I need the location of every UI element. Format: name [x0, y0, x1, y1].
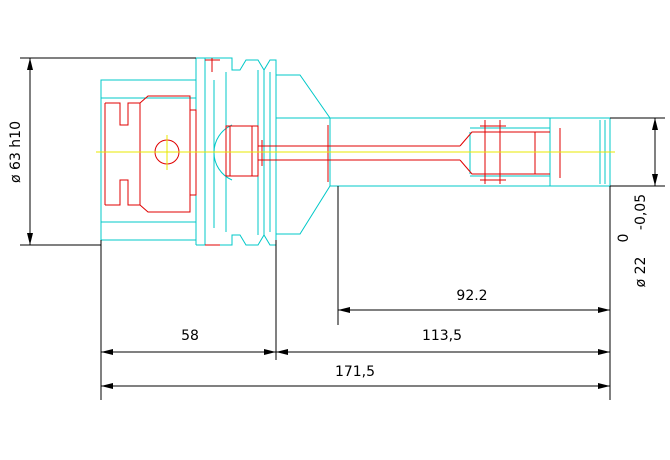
tip-tolerance-upper: 0 — [616, 234, 632, 243]
dimension-lines — [20, 57, 665, 400]
length-neck-label: 92.2 — [456, 288, 487, 304]
arrow-bottom-left — [27, 233, 33, 245]
shank-cavity — [105, 95, 197, 213]
diameter-body-label: ø 63 h10 — [8, 121, 24, 183]
length-shank-label: 58 — [181, 328, 199, 344]
arrow-top-left — [27, 58, 33, 70]
tip-tolerance-lower: -0,05 — [633, 194, 649, 230]
diameter-tip-label: ø 22 — [633, 257, 649, 288]
shank-body — [100, 79, 197, 241]
tool-holder-outline — [100, 57, 611, 246]
length-projection-label: 113,5 — [422, 328, 462, 344]
collet-seat — [225, 125, 259, 177]
length-total-label: 171,5 — [335, 364, 375, 380]
